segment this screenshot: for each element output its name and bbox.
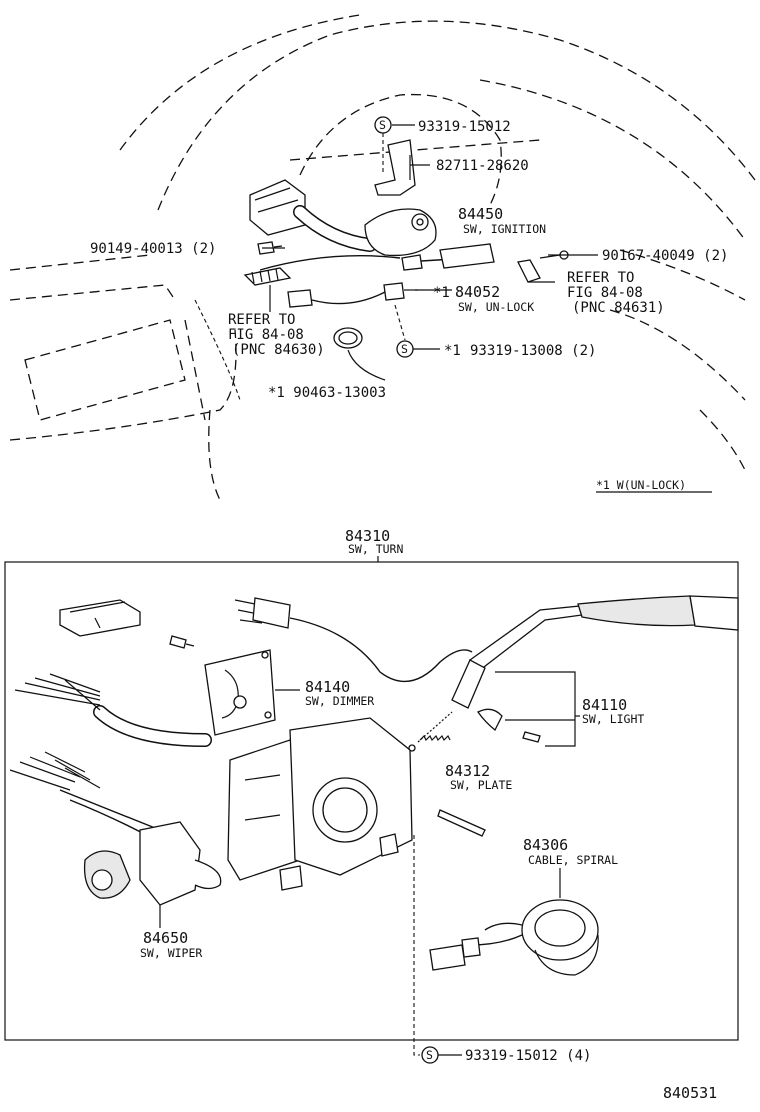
s-mark-93319-13008: S bbox=[396, 340, 414, 358]
dimmer-switch bbox=[204, 649, 276, 736]
unlock-switch bbox=[287, 282, 418, 308]
part-name-dimmer: SW, DIMMER bbox=[305, 694, 374, 708]
part-name-unlock: SW, UN-LOCK bbox=[458, 300, 534, 314]
light-switch-lever bbox=[417, 595, 739, 743]
dimmer-wire-ends bbox=[14, 673, 101, 711]
figure-number: 840531 bbox=[663, 1084, 717, 1102]
dashboard-outline bbox=[9, 14, 756, 501]
part-name-turn: SW, TURN bbox=[348, 542, 403, 556]
plate-switch-pin bbox=[437, 809, 486, 837]
screw-leader-vertical bbox=[413, 835, 420, 1056]
ignition-wire-left bbox=[259, 255, 401, 271]
s-mark-text: S bbox=[401, 342, 408, 356]
part-number-90167-40049: 90167-40049 (2) bbox=[602, 248, 728, 264]
bolt-90167 bbox=[517, 250, 569, 283]
part-name-ignition: SW, IGNITION bbox=[463, 222, 546, 236]
part-number-84110: 84110 bbox=[582, 696, 627, 714]
s-mark-text: S bbox=[379, 118, 386, 132]
part-number-90463-13003: *1 90463-13003 bbox=[268, 385, 386, 401]
light-switch-wire bbox=[234, 597, 473, 683]
part-number-84140: 84140 bbox=[305, 678, 350, 696]
part-number-84650: 84650 bbox=[143, 929, 188, 947]
light-spring bbox=[419, 734, 451, 742]
spiral-cable bbox=[429, 899, 599, 976]
refer-left-line2: FIG 84-08 bbox=[228, 327, 304, 343]
refer-right-line2: FIG 84-08 bbox=[567, 285, 643, 301]
part-number-84310: 84310 bbox=[345, 527, 390, 545]
part-number-82711-28620: 82711-28620 bbox=[436, 158, 529, 174]
clamp-90463 bbox=[333, 327, 363, 349]
ignition-harness-inner bbox=[294, 206, 376, 251]
turn-switch-assembly-frame bbox=[4, 561, 739, 1041]
s-mark-93319-15012-bottom: S bbox=[421, 1046, 439, 1064]
refer-right-line1: REFER TO bbox=[567, 270, 634, 286]
s-mark-93319-15012-top: S bbox=[374, 116, 392, 134]
refer-left-line1: REFER TO bbox=[228, 312, 295, 328]
part-number-90149-40013: 90149-40013 (2) bbox=[90, 241, 216, 257]
footnote-unlock: *1 W(UN-LOCK) bbox=[596, 478, 686, 492]
refer-right-line3: (PNC 84631) bbox=[572, 300, 665, 316]
bracket-82711 bbox=[374, 139, 416, 196]
part-name-light: SW, LIGHT bbox=[582, 712, 644, 726]
dimmer-harness-inner bbox=[94, 706, 211, 746]
screw-star: *1 bbox=[444, 343, 461, 359]
unlock-star: *1 bbox=[433, 285, 450, 301]
turn-small-bolt bbox=[169, 635, 195, 649]
part-number-84306: 84306 bbox=[523, 836, 568, 854]
part-number-93319-15012-bottom: 93319-15012 (4) bbox=[465, 1048, 591, 1064]
turn-pivot-dot bbox=[408, 744, 416, 752]
ignition-plug-right bbox=[401, 243, 495, 271]
refer-left-line3: (PNC 84630) bbox=[232, 342, 325, 358]
s-mark-text: S bbox=[426, 1048, 433, 1062]
comb-connector-left bbox=[243, 267, 292, 286]
part-name-wiper: SW, WIPER bbox=[140, 946, 202, 960]
part-number-84450: 84450 bbox=[458, 205, 503, 223]
part-number-84312: 84312 bbox=[445, 762, 490, 780]
part-name-spiral: CABLE, SPIRAL bbox=[528, 853, 618, 867]
turn-switch-body bbox=[227, 717, 413, 891]
part-number-93319-15012: 93319-15012 bbox=[418, 119, 511, 135]
turn-connector-top-left bbox=[59, 599, 141, 637]
part-number-93319-13008: 93319-13008 (2) bbox=[470, 343, 596, 359]
wiper-switch bbox=[9, 751, 222, 906]
part-number-84052: 84052 bbox=[455, 283, 500, 301]
ignition-switch bbox=[364, 208, 437, 257]
part-name-plate: SW, PLATE bbox=[450, 778, 512, 792]
leader-lines-top bbox=[262, 124, 598, 381]
light-switch-leaders bbox=[495, 671, 580, 747]
